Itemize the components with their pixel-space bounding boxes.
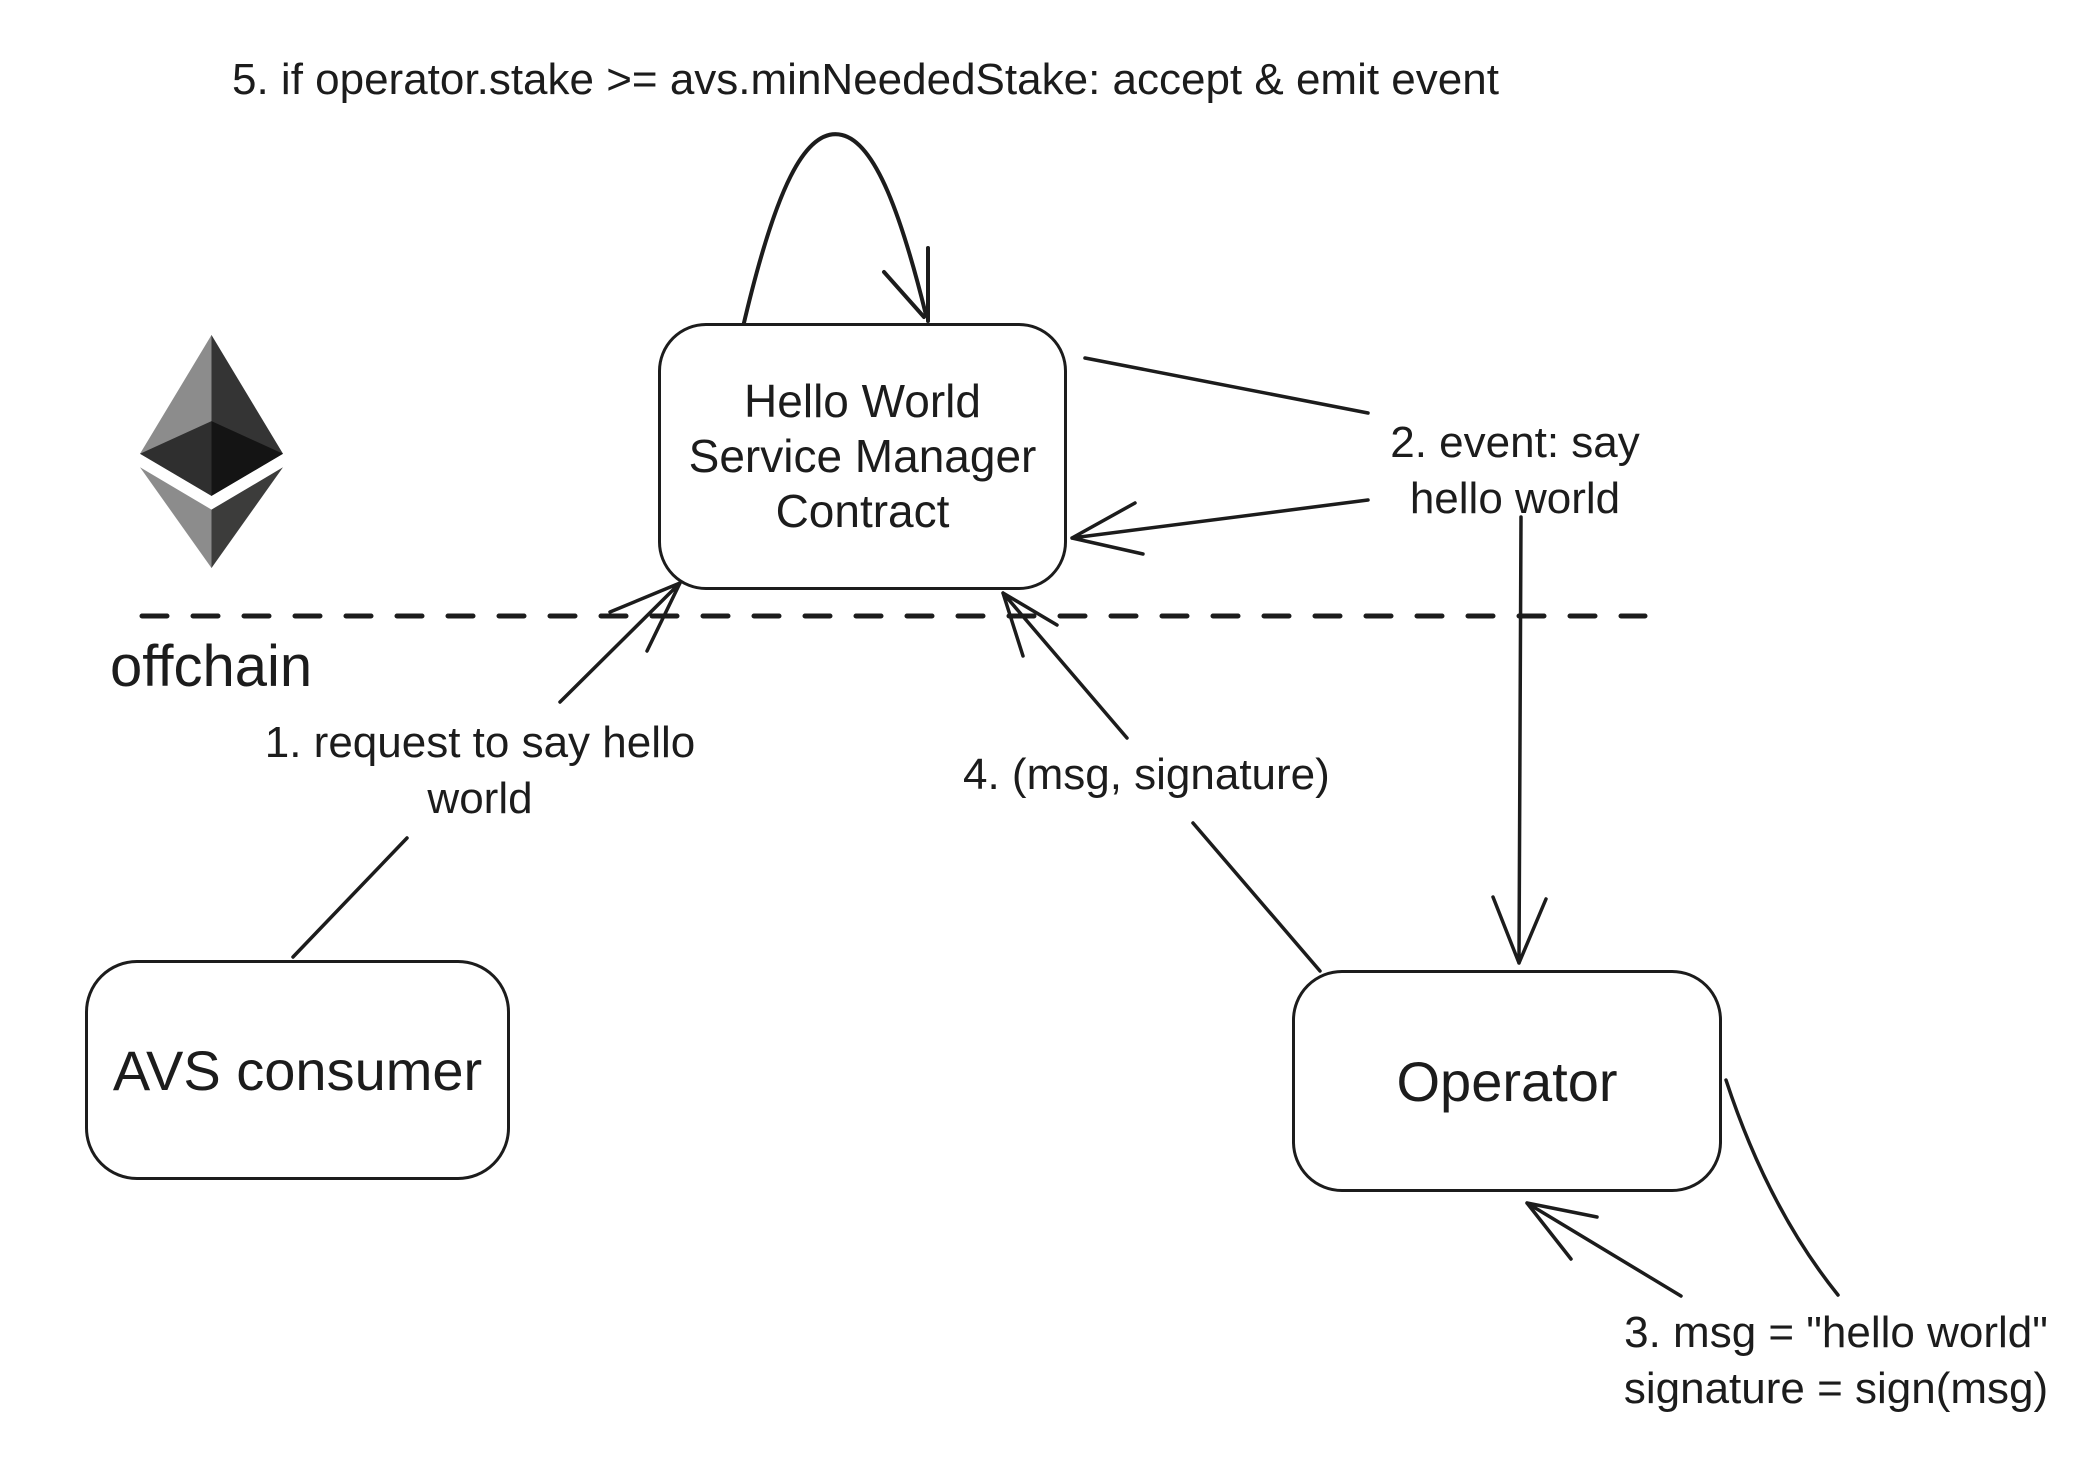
arrow2-label-to-box-arrow bbox=[1070, 498, 1370, 556]
ethereum-icon bbox=[140, 335, 283, 568]
self-loop-arc bbox=[741, 132, 928, 329]
arrow1-upper-segment bbox=[558, 581, 682, 704]
step3-label: 3. msg = "hello world" signature = sign(… bbox=[1624, 1305, 2048, 1417]
operator-label: Operator bbox=[1396, 1049, 1618, 1113]
step1-label-line1: 1. request to say hello bbox=[264, 718, 696, 767]
node-avs-consumer: AVS consumer bbox=[85, 960, 510, 1180]
node-operator: Operator bbox=[1292, 970, 1722, 1192]
service-manager-label-line3: Contract bbox=[775, 485, 950, 537]
self-loop-arrowhead bbox=[882, 246, 930, 323]
node-service-manager-contract: Hello World Service Manager Contract bbox=[658, 323, 1067, 590]
step5-label: 5. if operator.stake >= avs.minNeededSta… bbox=[232, 55, 1499, 104]
step4-label: 4. (msg, signature) bbox=[963, 750, 1330, 799]
service-manager-label-line1: Hello World bbox=[744, 375, 981, 427]
step2-label-line1: 2. event: say bbox=[1390, 418, 1640, 467]
step1-label: 1. request to say hello world bbox=[265, 715, 695, 827]
step1-label-line2: world bbox=[427, 774, 533, 823]
step2-label: 2. event: say hello world bbox=[1390, 415, 1639, 527]
step3-label-line1: 3. msg = "hello world" bbox=[1624, 1308, 2048, 1357]
step3-label-line2: signature = sign(msg) bbox=[1623, 1364, 2049, 1413]
arrow2-box-to-label-segment bbox=[1083, 356, 1370, 415]
arrow1-lower-segment bbox=[291, 836, 409, 959]
step2-label-line2: hello world bbox=[1409, 474, 1621, 523]
arrow4-lower-segment bbox=[1191, 821, 1322, 973]
arrow3-label-to-operator-arrow bbox=[1525, 1201, 1683, 1298]
avs-consumer-label: AVS consumer bbox=[112, 1038, 483, 1102]
arrow4-upper-segment bbox=[1001, 591, 1129, 740]
offchain-zone-label: offchain bbox=[110, 634, 313, 699]
service-manager-label-line2: Service Manager bbox=[688, 430, 1037, 482]
arrow2-vertical-to-operator bbox=[1491, 515, 1548, 965]
arrow3-operator-to-label-segment bbox=[1724, 1078, 1840, 1297]
